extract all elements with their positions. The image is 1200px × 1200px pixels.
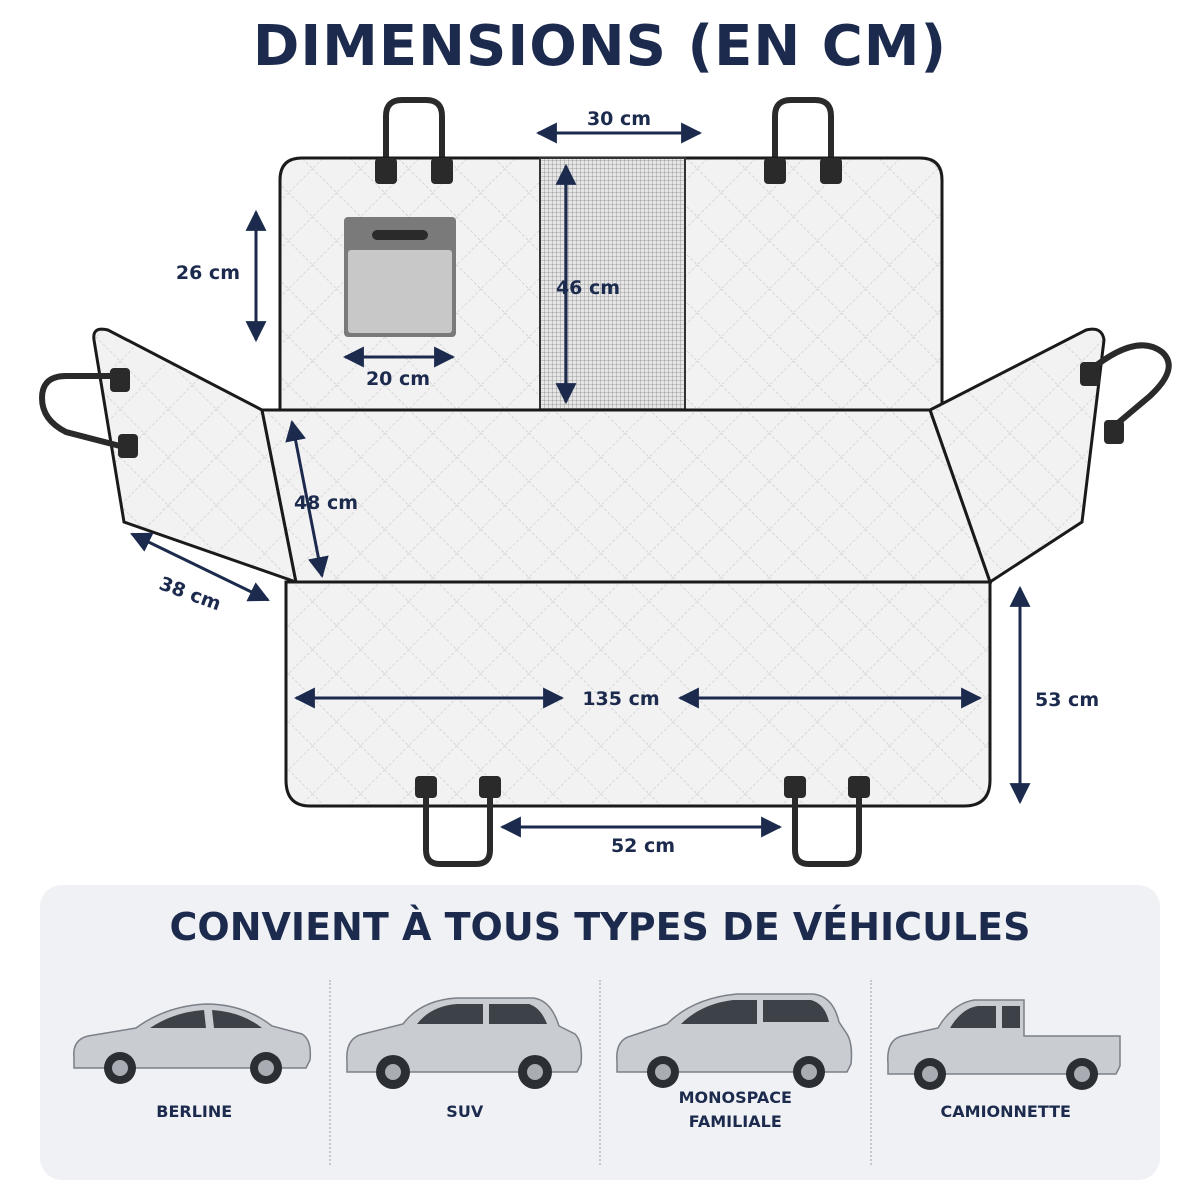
dim-strap-spacing: 52 cm bbox=[611, 835, 675, 857]
headrest-strap-left bbox=[383, 97, 445, 171]
vehicle-label: MONOSPACE FAMILIALE bbox=[678, 1088, 792, 1131]
compatibility-panel: CONVIENT À TOUS TYPES DE VÉHICULES BERLI… bbox=[40, 885, 1160, 1180]
dim-pocket-height: 26 cm bbox=[176, 262, 240, 284]
seat-cover-diagram: 30 cm 26 cm 46 cm 20 cm 48 cm 38 cm 135 … bbox=[38, 97, 1172, 867]
dim-top-strip-width: 30 cm bbox=[587, 108, 651, 130]
vehicle-item: SUV bbox=[328, 980, 600, 1165]
minivan-car-icon bbox=[616, 993, 853, 1088]
headrest-strap-right bbox=[772, 97, 834, 171]
vehicle-list: BERLINE SUV MONOSPACE FAMILIALE bbox=[60, 980, 1140, 1165]
dim-strip-height: 46 cm bbox=[556, 277, 620, 299]
side-flap-right bbox=[928, 327, 1106, 585]
front-panel bbox=[284, 580, 992, 808]
suv-car-icon bbox=[345, 997, 582, 1089]
vehicle-label: CAMIONNETTE bbox=[940, 1102, 1071, 1121]
dimension-arrows bbox=[130, 122, 1031, 838]
bottom-strap-left bbox=[423, 789, 493, 867]
page-title: DIMENSIONS (EN CM) bbox=[252, 14, 948, 79]
dim-front-height: 53 cm bbox=[1035, 689, 1099, 711]
vehicle-item: BERLINE bbox=[60, 980, 329, 1165]
sedan-car-icon bbox=[73, 1003, 312, 1084]
dim-flap-width: 38 cm bbox=[156, 573, 224, 616]
side-strap-left bbox=[38, 373, 123, 449]
storage-pocket bbox=[344, 217, 456, 337]
bottom-strap-right bbox=[792, 789, 862, 867]
vehicle-item: CAMIONNETTE bbox=[869, 980, 1141, 1165]
strap-buckles bbox=[110, 158, 1124, 798]
vehicle-item: MONOSPACE FAMILIALE bbox=[599, 980, 870, 1165]
seat-panel bbox=[260, 408, 993, 584]
vehicle-label: BERLINE bbox=[156, 1102, 233, 1121]
side-strap-right bbox=[1085, 342, 1172, 431]
dim-seat-depth: 48 cm bbox=[294, 492, 358, 514]
dim-total-width: 135 cm bbox=[582, 688, 659, 710]
vehicle-label: SUV bbox=[446, 1102, 484, 1121]
dim-pocket-width: 20 cm bbox=[366, 368, 430, 390]
pickup-truck-icon bbox=[886, 999, 1121, 1090]
compatibility-title: CONVIENT À TOUS TYPES DE VÉHICULES bbox=[169, 905, 1031, 949]
